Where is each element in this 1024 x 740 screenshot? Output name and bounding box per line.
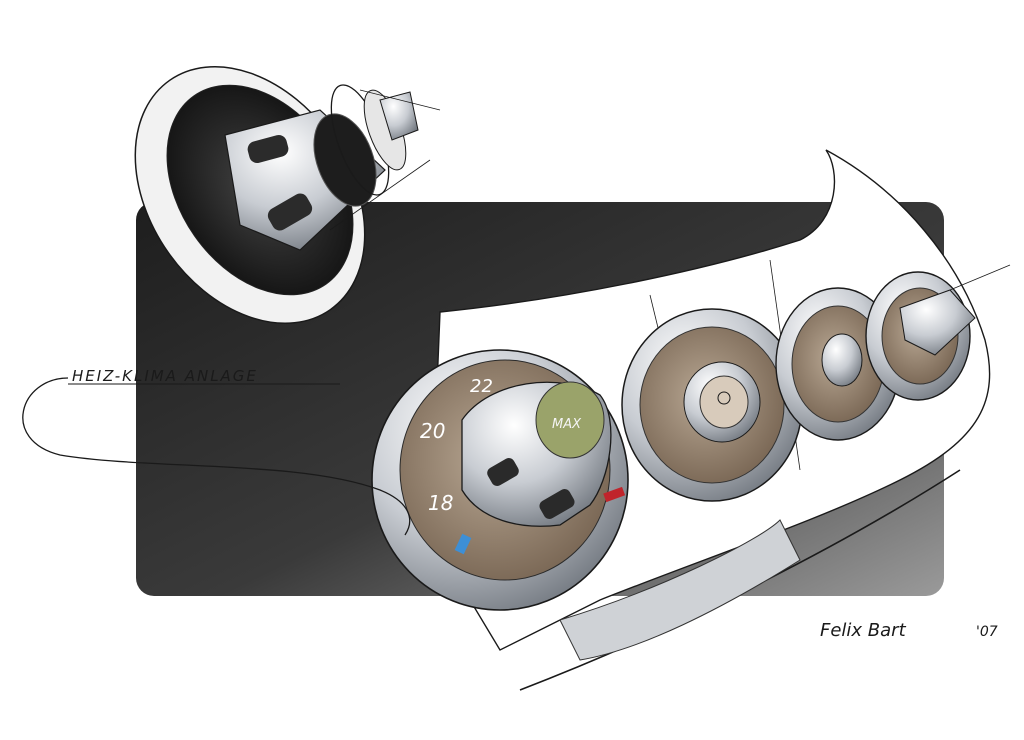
dial-max-label: MAX xyxy=(552,417,582,432)
small-rotary-knob[interactable] xyxy=(865,264,1011,401)
console-bottom-trim xyxy=(559,519,801,661)
dial-tick-18: 18 xyxy=(428,491,453,515)
dial-tick-22: 22 xyxy=(470,376,493,397)
temperature-dial[interactable]: 18 20 22 MAX xyxy=(371,349,629,611)
dial-red-marker xyxy=(603,486,626,503)
artist-signature: Felix Bart xyxy=(820,620,907,641)
annotation-leader-line xyxy=(22,377,411,536)
annotation-label: HEIZ-KLIMA ANLAGE xyxy=(72,367,258,385)
dial-blue-marker xyxy=(454,533,472,555)
signature-year: '07 xyxy=(976,624,998,640)
recirculation-icon xyxy=(717,391,731,405)
vent-knob-exploded xyxy=(134,66,441,324)
fan-dial[interactable] xyxy=(621,308,803,502)
dial-tick-20: 20 xyxy=(420,419,445,443)
